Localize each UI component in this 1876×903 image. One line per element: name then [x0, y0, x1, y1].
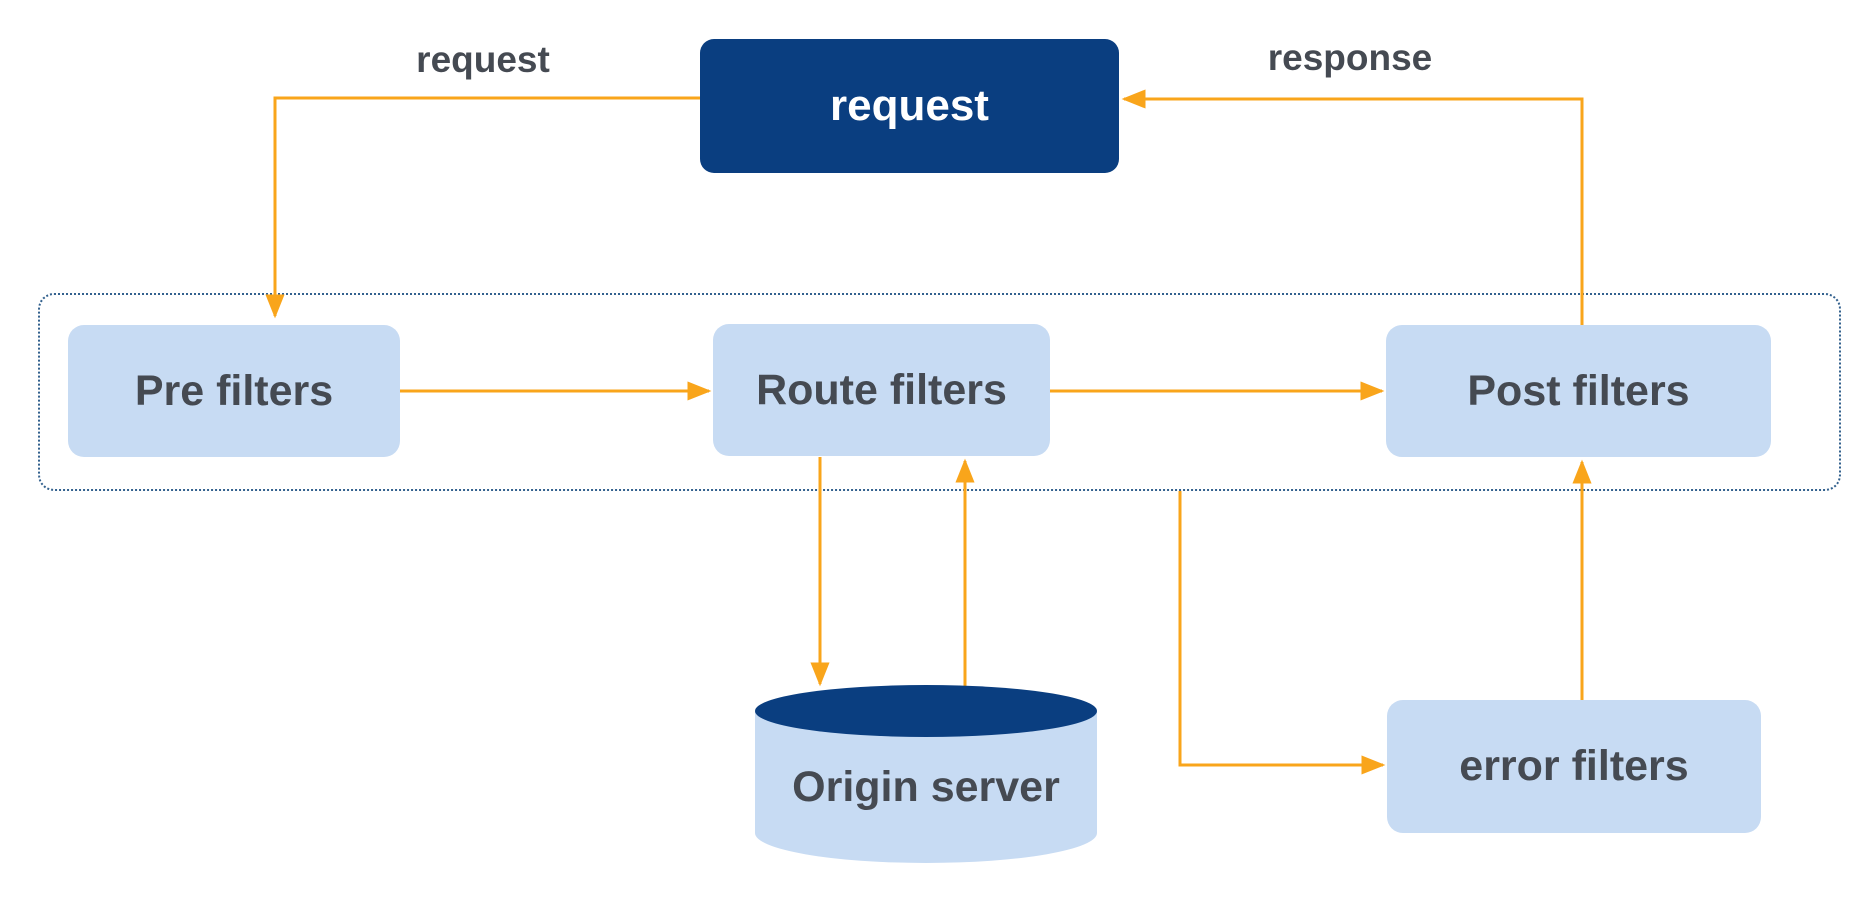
route-filters-node: Route filters: [713, 324, 1050, 456]
arrow-filter-chain-to-error-filters: [1178, 491, 1386, 775]
post-filters-node: Post filters: [1386, 325, 1771, 457]
arrow-request-to-pre-filters: [265, 96, 700, 319]
response-flow-label: response: [1267, 37, 1433, 78]
origin-server-cylinder-top: [755, 685, 1097, 737]
request-node-label: request: [830, 81, 989, 130]
error-filters-label: error filters: [1459, 742, 1689, 790]
pre-filters-label: Pre filters: [134, 366, 334, 415]
request-node: request: [700, 39, 1119, 173]
post-filters-label: Post filters: [1467, 366, 1690, 415]
origin-server-node: Origin server: [755, 685, 1097, 863]
error-filters-node: error filters: [1387, 700, 1761, 833]
route-filters-label: Route filters: [756, 365, 1007, 414]
origin-server-label: Origin server: [792, 762, 1060, 811]
arrow-post-filters-to-request-response: [1121, 89, 1584, 325]
pre-filters-node: Pre filters: [68, 325, 400, 457]
request-flow-label: request: [416, 39, 550, 80]
origin-server-cylinder-body: Origin server: [755, 711, 1097, 863]
filter-chain-container: [38, 293, 1841, 491]
